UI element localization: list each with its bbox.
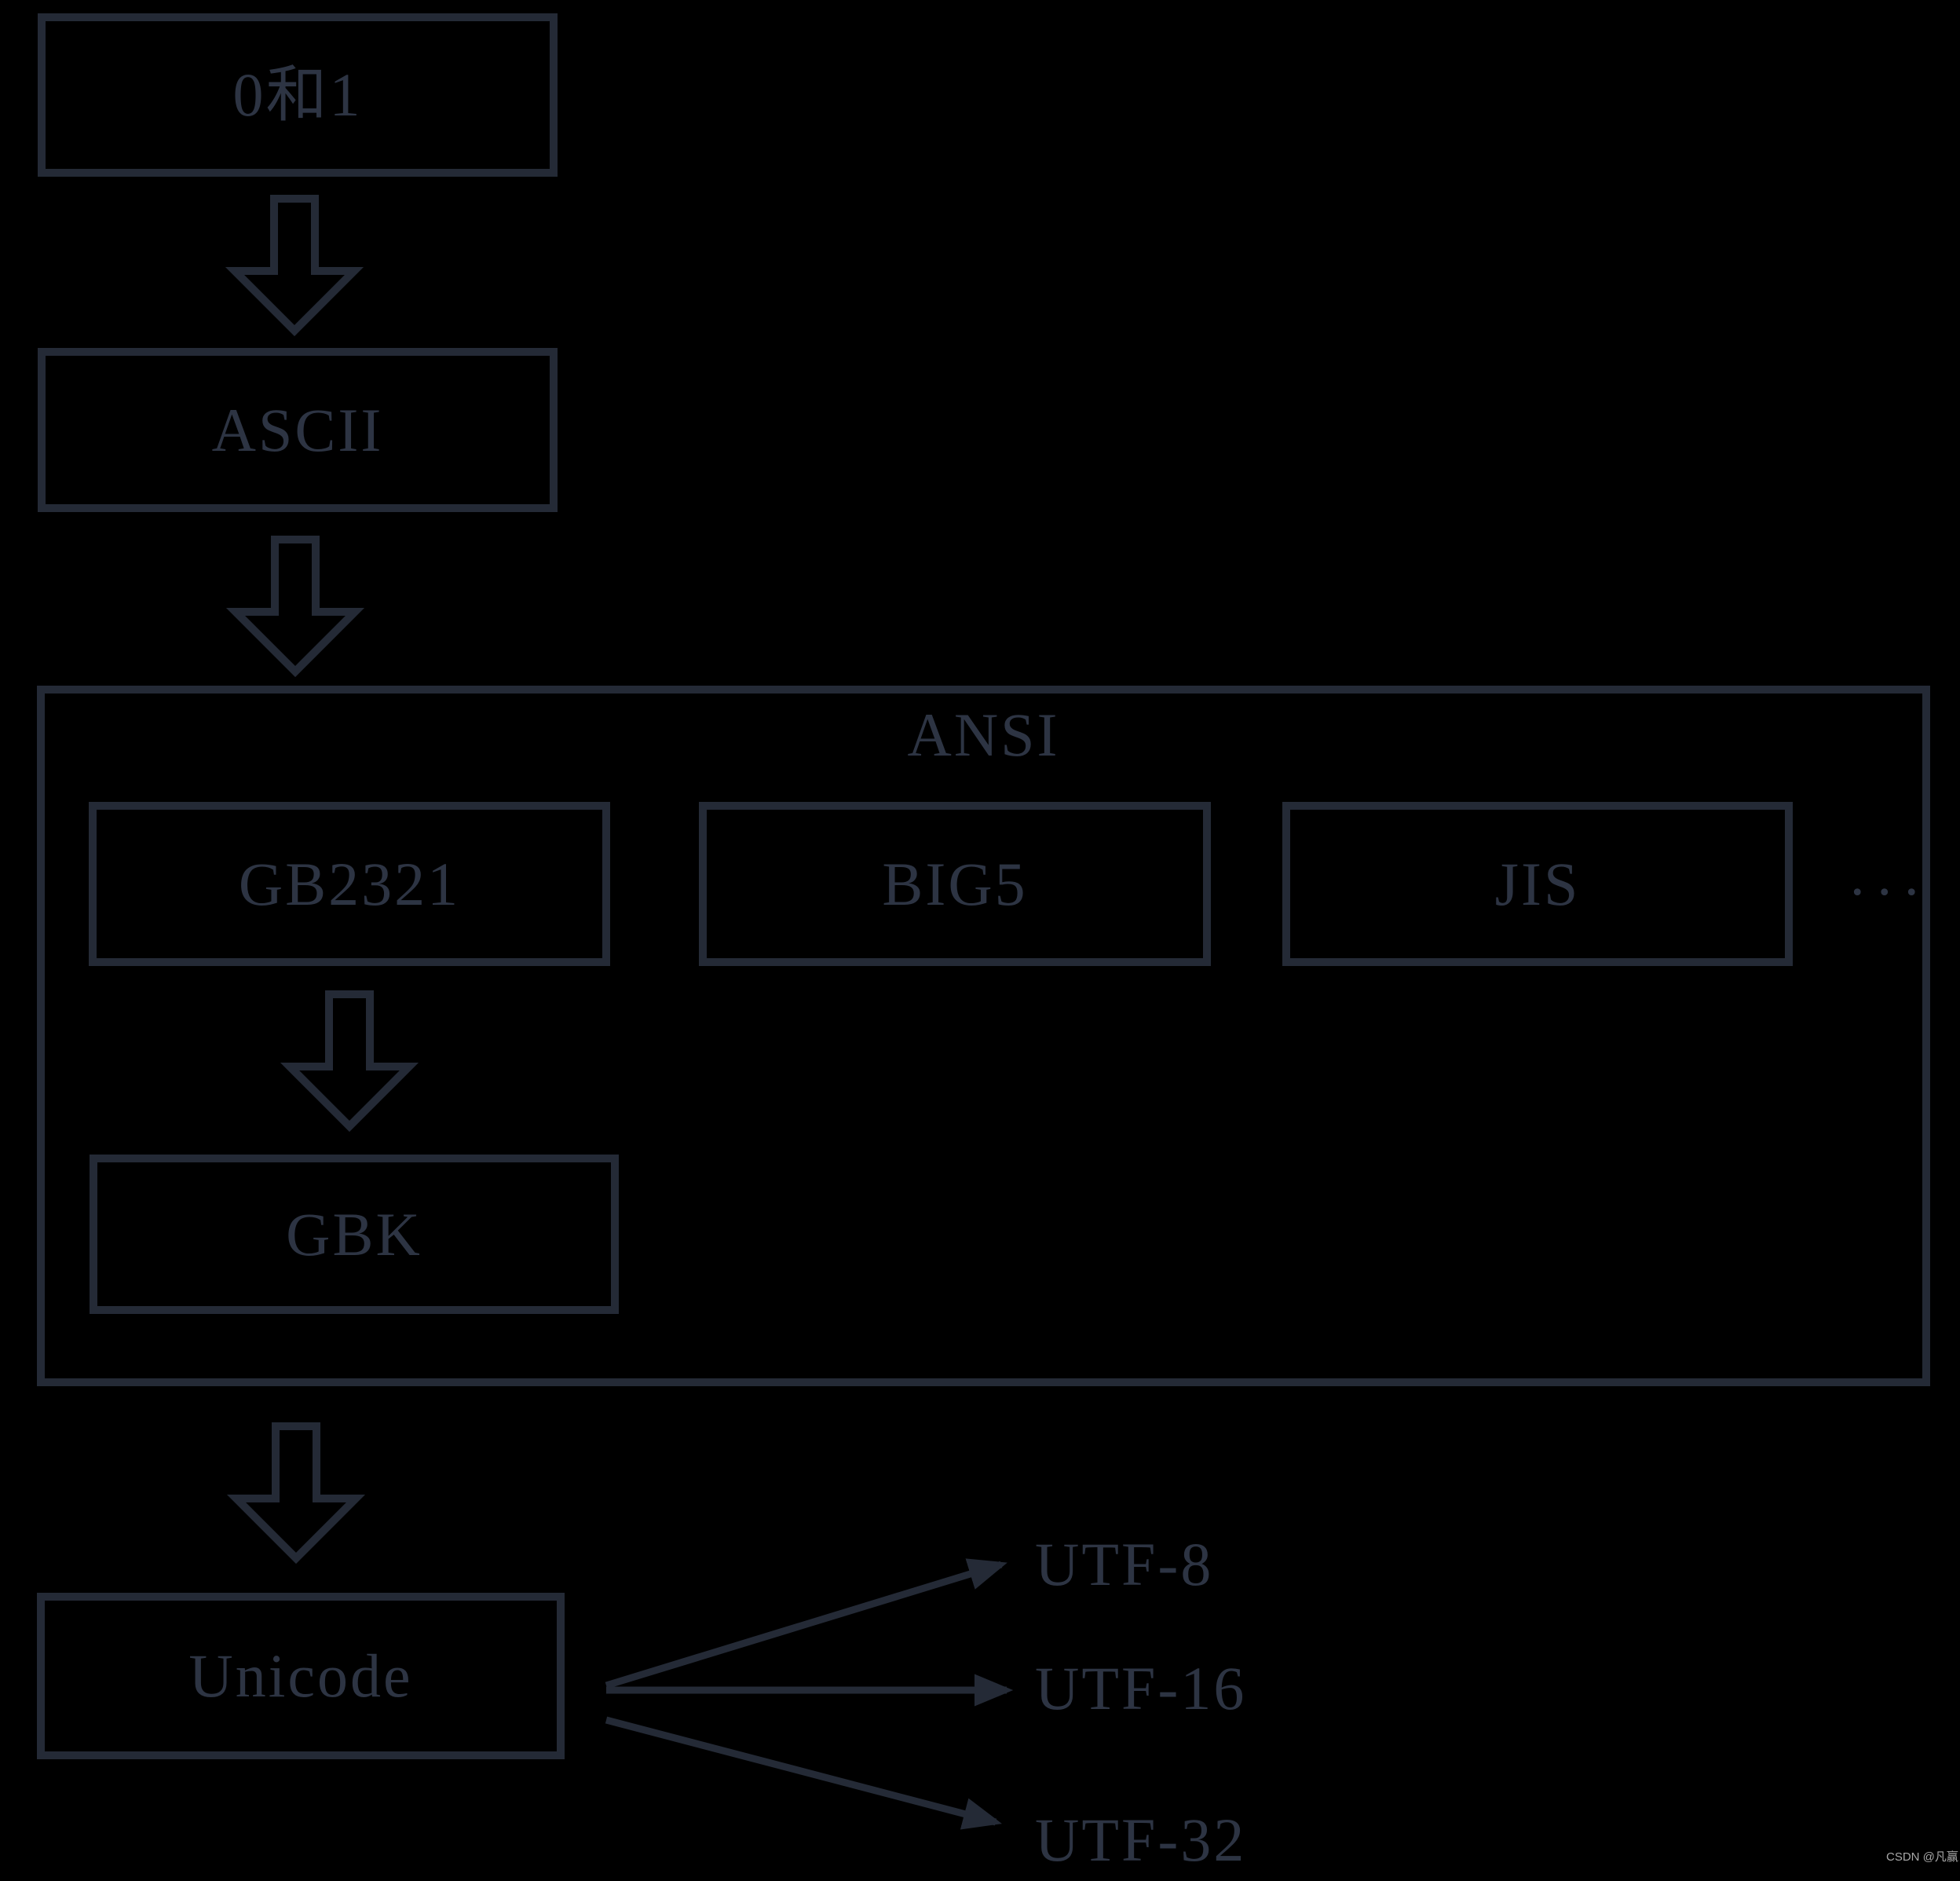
label-utf8: UTF-8 xyxy=(1035,1530,1214,1598)
label-utf32: UTF-32 xyxy=(1035,1806,1247,1874)
node-big5: BIG5 xyxy=(699,802,1211,966)
node-ansi-label: ANSI xyxy=(907,701,1060,769)
node-ansi-group: ANSI xyxy=(37,686,1930,1386)
arrow-up-right-icon xyxy=(605,1558,1007,1689)
down-block-arrow-icon xyxy=(236,540,355,672)
node-gb2321-label: GB2321 xyxy=(238,849,461,918)
label-utf16: UTF-16 xyxy=(1035,1654,1247,1722)
node-unicode-label: Unicode xyxy=(188,1641,413,1710)
arrow-down-right-icon xyxy=(605,1716,1002,1830)
down-block-arrow-icon xyxy=(235,199,354,331)
node-big5-label: BIG5 xyxy=(882,849,1028,918)
node-gb2321: GB2321 xyxy=(89,802,610,966)
node-jis-label: JIS xyxy=(1494,849,1581,918)
node-binary: 0和1 xyxy=(38,13,558,177)
node-gbk: GBK xyxy=(90,1155,619,1314)
csdn-watermark: CSDN @凡赢 xyxy=(1886,1850,1958,1864)
node-ascii-label: ASCII xyxy=(211,395,384,464)
node-binary-label: 0和1 xyxy=(232,60,363,129)
node-unicode: Unicode xyxy=(37,1593,565,1759)
node-ascii: ASCII xyxy=(38,348,558,512)
more-encodings-ellipsis: ... xyxy=(1850,844,1932,908)
node-jis: JIS xyxy=(1282,802,1793,966)
down-block-arrow-icon xyxy=(236,1426,356,1558)
node-gbk-label: GBK xyxy=(286,1199,422,1268)
